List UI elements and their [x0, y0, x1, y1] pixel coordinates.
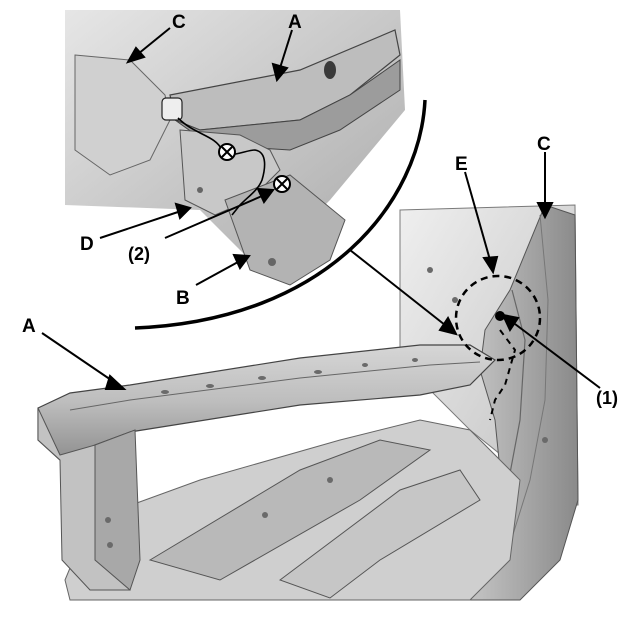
inset-bracket-b [224, 174, 346, 286]
inset-harness [177, 117, 266, 216]
left-tower-face [94, 429, 141, 591]
inset-panel-c [74, 54, 171, 176]
label-2: (2) [128, 244, 150, 264]
beam-holes [105, 267, 548, 548]
inset-view [65, 10, 427, 330]
diagonal-member [148, 439, 432, 581]
label-a-left: A [22, 316, 36, 337]
callout-labels: C A E C D (2) B A (1) [22, 12, 618, 408]
main-view [37, 204, 579, 601]
leaders [41, 27, 601, 390]
label-b: B [176, 288, 190, 309]
label-c-top: C [172, 12, 186, 33]
label-a-top: A [288, 12, 302, 33]
rail-c-edge-2 [504, 214, 549, 561]
bolt-icon [218, 143, 236, 161]
label-d: D [80, 234, 94, 255]
bolt-icon [273, 175, 291, 193]
weld-point-icon [495, 311, 505, 321]
detail-circle-e [454, 274, 542, 362]
label-1: (1) [596, 388, 618, 408]
inset-hole-2 [197, 187, 203, 193]
dashed-weld-seam [489, 329, 517, 421]
inset-clip [161, 97, 183, 121]
diagonal-member-2 [278, 469, 481, 599]
inset-arc [134, 99, 427, 330]
inset-hole [268, 258, 276, 266]
label-e: E [455, 154, 468, 175]
label-c-right: C [537, 134, 551, 155]
inset-beam-hole [324, 61, 336, 79]
cross-beam-a-top-edge [69, 361, 481, 411]
